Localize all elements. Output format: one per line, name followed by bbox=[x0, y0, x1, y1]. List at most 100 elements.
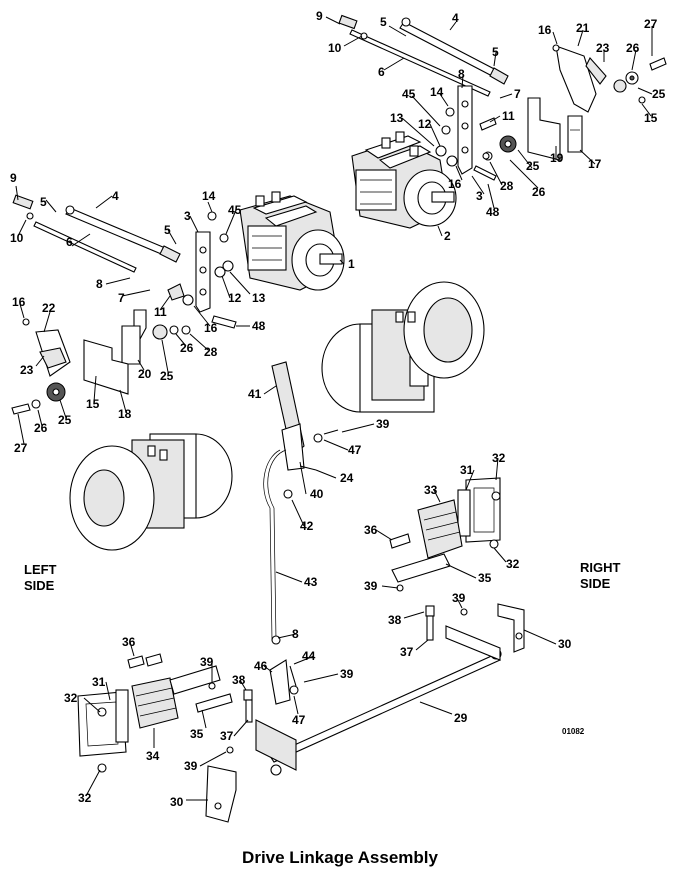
clevis-38-left bbox=[243, 689, 253, 701]
callout-38: 38 bbox=[388, 613, 402, 627]
callout-43: 43 bbox=[304, 575, 318, 589]
callout-9: 9 bbox=[316, 9, 323, 23]
nut-14-left bbox=[207, 211, 217, 221]
callout-32: 32 bbox=[492, 451, 506, 465]
nut-16-top bbox=[552, 44, 560, 52]
damper-25-top bbox=[613, 79, 627, 93]
top-right-pump-group bbox=[338, 14, 667, 229]
callout-17: 17 bbox=[588, 157, 602, 171]
callout-16: 16 bbox=[12, 295, 26, 309]
washer-28-left bbox=[181, 325, 191, 335]
callout-39: 39 bbox=[376, 417, 390, 431]
callout-23: 23 bbox=[20, 363, 34, 377]
pin-37-left bbox=[245, 699, 253, 723]
callout-7: 7 bbox=[514, 87, 521, 101]
right-side-label-line1: RIGHT bbox=[580, 560, 621, 575]
control-rod-6-left bbox=[12, 194, 137, 273]
callout-32: 32 bbox=[506, 557, 520, 571]
brake-arm-left bbox=[169, 665, 221, 695]
callout-39: 39 bbox=[452, 591, 466, 605]
callout-18: 18 bbox=[118, 407, 132, 421]
callout-25: 25 bbox=[58, 413, 72, 427]
callout-8: 8 bbox=[96, 277, 103, 291]
nut-15-upper bbox=[638, 96, 646, 104]
callout-36: 36 bbox=[364, 523, 378, 537]
damper-wheel-25-left bbox=[46, 382, 66, 402]
nut-16-left bbox=[182, 294, 194, 306]
brake-caliper-33 bbox=[417, 499, 463, 559]
callout-21: 21 bbox=[576, 21, 590, 35]
damper-23-left bbox=[39, 347, 67, 369]
brake-plate-31-right bbox=[457, 489, 471, 537]
callout-labels: 9 5 4 10 5 6 8 7 14 45 11 13 12 16 3 28 … bbox=[10, 9, 666, 809]
callout-31: 31 bbox=[92, 675, 106, 689]
callout-8: 8 bbox=[292, 627, 299, 641]
callout-30: 30 bbox=[558, 637, 572, 651]
pin-24 bbox=[299, 465, 317, 471]
clip-39-right-b bbox=[460, 608, 468, 616]
bracket-21 bbox=[555, 45, 607, 113]
damper-25-left bbox=[152, 324, 168, 340]
washer-47-lower bbox=[289, 685, 299, 695]
callout-12: 12 bbox=[418, 117, 432, 131]
callout-5: 5 bbox=[40, 195, 47, 209]
nut-13-left bbox=[222, 260, 234, 272]
callout-20: 20 bbox=[138, 367, 152, 381]
callout-32: 32 bbox=[64, 691, 78, 705]
nut-16-lower-left bbox=[22, 318, 30, 326]
callout-28: 28 bbox=[204, 345, 218, 359]
brake-arm-35-left bbox=[195, 693, 233, 713]
callout-5: 5 bbox=[492, 45, 499, 59]
bracket-17 bbox=[567, 115, 583, 153]
callout-15: 15 bbox=[644, 111, 658, 125]
bracket-40 bbox=[281, 423, 305, 471]
callout-3: 3 bbox=[476, 189, 483, 203]
callout-46: 46 bbox=[254, 659, 268, 673]
ball-joint-11-left bbox=[167, 283, 185, 301]
nut-45-left bbox=[219, 233, 229, 243]
right-side-label-line2: SIDE bbox=[580, 576, 611, 591]
callout-9: 9 bbox=[10, 171, 17, 185]
washer-26-upper bbox=[482, 152, 490, 160]
hydraulic-pump-1 bbox=[239, 191, 345, 291]
wheel-motor-left bbox=[69, 433, 233, 551]
callout-39: 39 bbox=[364, 579, 378, 593]
nut-16-upper bbox=[446, 155, 458, 167]
left-pump-group bbox=[11, 191, 345, 415]
clip-39-left-b bbox=[226, 746, 234, 754]
callout-44: 44 bbox=[302, 649, 316, 663]
clip-39-left-a bbox=[208, 682, 216, 690]
callout-4: 4 bbox=[452, 11, 459, 25]
callout-29: 29 bbox=[454, 711, 468, 725]
bolt-36-left-a bbox=[127, 655, 145, 669]
bracket-18 bbox=[83, 339, 129, 395]
callout-8: 8 bbox=[458, 67, 465, 81]
control-rod-4-left bbox=[65, 205, 181, 263]
clevis-38-right bbox=[425, 605, 435, 617]
callout-33: 33 bbox=[424, 483, 438, 497]
callout-35: 35 bbox=[478, 571, 492, 585]
clip-39-upper bbox=[323, 429, 339, 435]
left-side-label-line1: LEFT bbox=[24, 562, 57, 577]
callout-16: 16 bbox=[448, 177, 462, 191]
brake-assembly-left bbox=[77, 653, 253, 773]
washer-47-upper bbox=[313, 433, 323, 443]
callout-10: 10 bbox=[10, 231, 24, 245]
brake-caliper-34 bbox=[131, 677, 179, 729]
callout-25: 25 bbox=[526, 159, 540, 173]
callout-10: 10 bbox=[328, 41, 342, 55]
nut-42 bbox=[283, 489, 293, 499]
bracket-46 bbox=[269, 659, 291, 705]
washer-12-upper bbox=[435, 145, 447, 157]
brake-assembly-right bbox=[389, 477, 501, 641]
callout-3: 3 bbox=[184, 209, 191, 223]
callout-45: 45 bbox=[402, 87, 416, 101]
callout-28: 28 bbox=[500, 179, 514, 193]
callout-2: 2 bbox=[444, 229, 451, 243]
pump-bracket-3-upper bbox=[457, 85, 473, 175]
callout-24: 24 bbox=[340, 471, 354, 485]
callout-13: 13 bbox=[390, 111, 404, 125]
wheel-motor-right bbox=[321, 281, 485, 413]
callout-47: 47 bbox=[348, 443, 362, 457]
